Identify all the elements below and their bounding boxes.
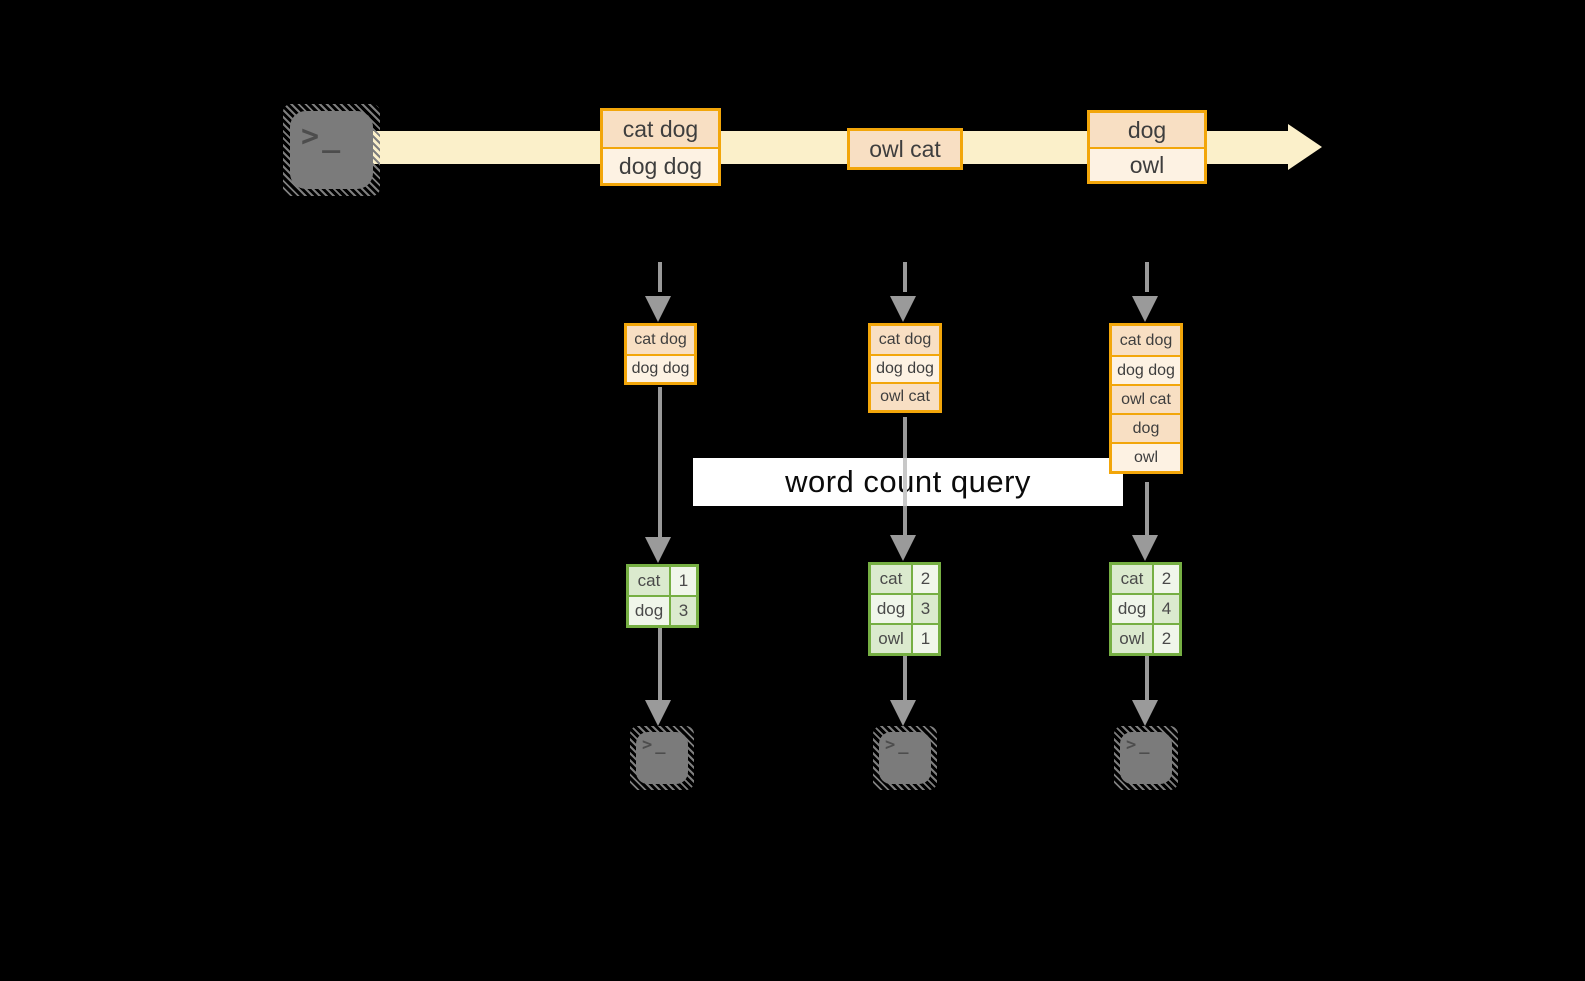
stream-message: cat dog bbox=[603, 111, 718, 147]
source-terminal-icon: > _ bbox=[283, 104, 380, 196]
stream-message-box: cat dog dog dog bbox=[600, 108, 721, 186]
stream-timeline-arrowhead-icon bbox=[1288, 124, 1322, 170]
count-cell: 1 bbox=[913, 625, 938, 653]
count-cell: 4 bbox=[1154, 595, 1179, 623]
query-arrowhead-icon bbox=[890, 535, 916, 561]
ingest-arrow-dash bbox=[658, 262, 662, 292]
terminal-prompt-icon: > _ bbox=[301, 122, 340, 152]
output-arrow-line bbox=[658, 628, 662, 700]
state-row: cat dog bbox=[1112, 326, 1180, 355]
count-table: cat 1 dog 3 bbox=[626, 564, 699, 628]
state-row: owl cat bbox=[871, 382, 939, 410]
table-row: owl 2 bbox=[1112, 623, 1179, 653]
query-arrow-line bbox=[658, 387, 662, 537]
count-cell: 3 bbox=[913, 595, 938, 623]
stream-message: owl bbox=[1090, 147, 1204, 181]
terminal-prompt-icon: > _ bbox=[642, 737, 666, 754]
query-arrowhead-icon bbox=[1132, 535, 1158, 561]
table-row: dog 3 bbox=[871, 593, 938, 623]
output-arrow-line bbox=[903, 656, 907, 700]
terminal-prompt-icon: > _ bbox=[885, 737, 909, 754]
state-row: dog dog bbox=[871, 354, 939, 382]
state-buffer: cat dog dog dog owl cat bbox=[868, 323, 942, 413]
table-row: dog 3 bbox=[629, 595, 696, 625]
table-row: dog 4 bbox=[1112, 593, 1179, 623]
state-row: dog bbox=[1112, 413, 1180, 442]
ingest-arrow-dash bbox=[903, 262, 907, 292]
state-row: cat dog bbox=[871, 326, 939, 354]
word-cell: cat bbox=[871, 565, 913, 593]
count-cell: 3 bbox=[671, 597, 696, 625]
output-arrow-line bbox=[1145, 656, 1149, 700]
word-cell: cat bbox=[629, 567, 671, 595]
word-cell: owl bbox=[871, 625, 913, 653]
count-cell: 1 bbox=[671, 567, 696, 595]
prompt-underscore: _ bbox=[322, 119, 341, 154]
stream-message: dog bbox=[1090, 113, 1204, 147]
query-label: word count query bbox=[785, 464, 1031, 499]
ingest-arrowhead-icon bbox=[645, 296, 671, 322]
state-buffer: cat dog dog dog owl cat dog owl bbox=[1109, 323, 1183, 474]
stream-message-box: dog owl bbox=[1087, 110, 1207, 184]
state-row: dog dog bbox=[627, 354, 694, 382]
output-arrowhead-icon bbox=[1132, 700, 1158, 726]
query-arrow-line bbox=[1145, 482, 1149, 535]
prompt-chevron: > bbox=[885, 735, 896, 755]
table-row: cat 1 bbox=[629, 567, 696, 595]
output-arrowhead-icon bbox=[645, 700, 671, 726]
word-cell: cat bbox=[1112, 565, 1154, 593]
terminal-screen bbox=[636, 732, 688, 784]
word-cell: dog bbox=[871, 595, 913, 623]
count-cell: 2 bbox=[913, 565, 938, 593]
word-cell: owl bbox=[1112, 625, 1154, 653]
state-row: owl bbox=[1112, 442, 1180, 471]
terminal-screen bbox=[1120, 732, 1172, 784]
prompt-chevron: > bbox=[301, 119, 320, 154]
terminal-screen bbox=[879, 732, 931, 784]
stream-message: owl cat bbox=[850, 131, 960, 167]
prompt-underscore: _ bbox=[655, 735, 666, 755]
count-cell: 2 bbox=[1154, 625, 1179, 653]
table-row: cat 2 bbox=[1112, 565, 1179, 593]
output-arrowhead-icon bbox=[890, 700, 916, 726]
prompt-chevron: > bbox=[642, 735, 653, 755]
state-buffer: cat dog dog dog bbox=[624, 323, 697, 385]
count-table: cat 2 dog 3 owl 1 bbox=[868, 562, 941, 656]
sink-terminal-icon: > _ bbox=[630, 726, 694, 790]
word-cell: dog bbox=[629, 597, 671, 625]
ingest-arrow-dash bbox=[1145, 262, 1149, 292]
prompt-underscore: _ bbox=[898, 735, 909, 755]
table-row: owl 1 bbox=[871, 623, 938, 653]
query-arrowhead-icon bbox=[645, 537, 671, 563]
sink-terminal-icon: > _ bbox=[873, 726, 937, 790]
ingest-arrowhead-icon bbox=[890, 296, 916, 322]
stream-message-box: owl cat bbox=[847, 128, 963, 170]
query-band: word count query bbox=[693, 458, 1123, 506]
table-row: cat 2 bbox=[871, 565, 938, 593]
ingest-arrowhead-icon bbox=[1132, 296, 1158, 322]
state-row: cat dog bbox=[627, 326, 694, 354]
state-row: dog dog bbox=[1112, 355, 1180, 384]
prompt-underscore: _ bbox=[1139, 735, 1150, 755]
word-cell: dog bbox=[1112, 595, 1154, 623]
prompt-chevron: > bbox=[1126, 735, 1137, 755]
sink-terminal-icon: > _ bbox=[1114, 726, 1178, 790]
query-arrow-line-through-band bbox=[903, 458, 907, 506]
count-cell: 2 bbox=[1154, 565, 1179, 593]
terminal-prompt-icon: > _ bbox=[1126, 737, 1150, 754]
count-table: cat 2 dog 4 owl 2 bbox=[1109, 562, 1182, 656]
state-row: owl cat bbox=[1112, 384, 1180, 413]
stream-message: dog dog bbox=[603, 147, 718, 183]
terminal-screen bbox=[290, 111, 373, 189]
